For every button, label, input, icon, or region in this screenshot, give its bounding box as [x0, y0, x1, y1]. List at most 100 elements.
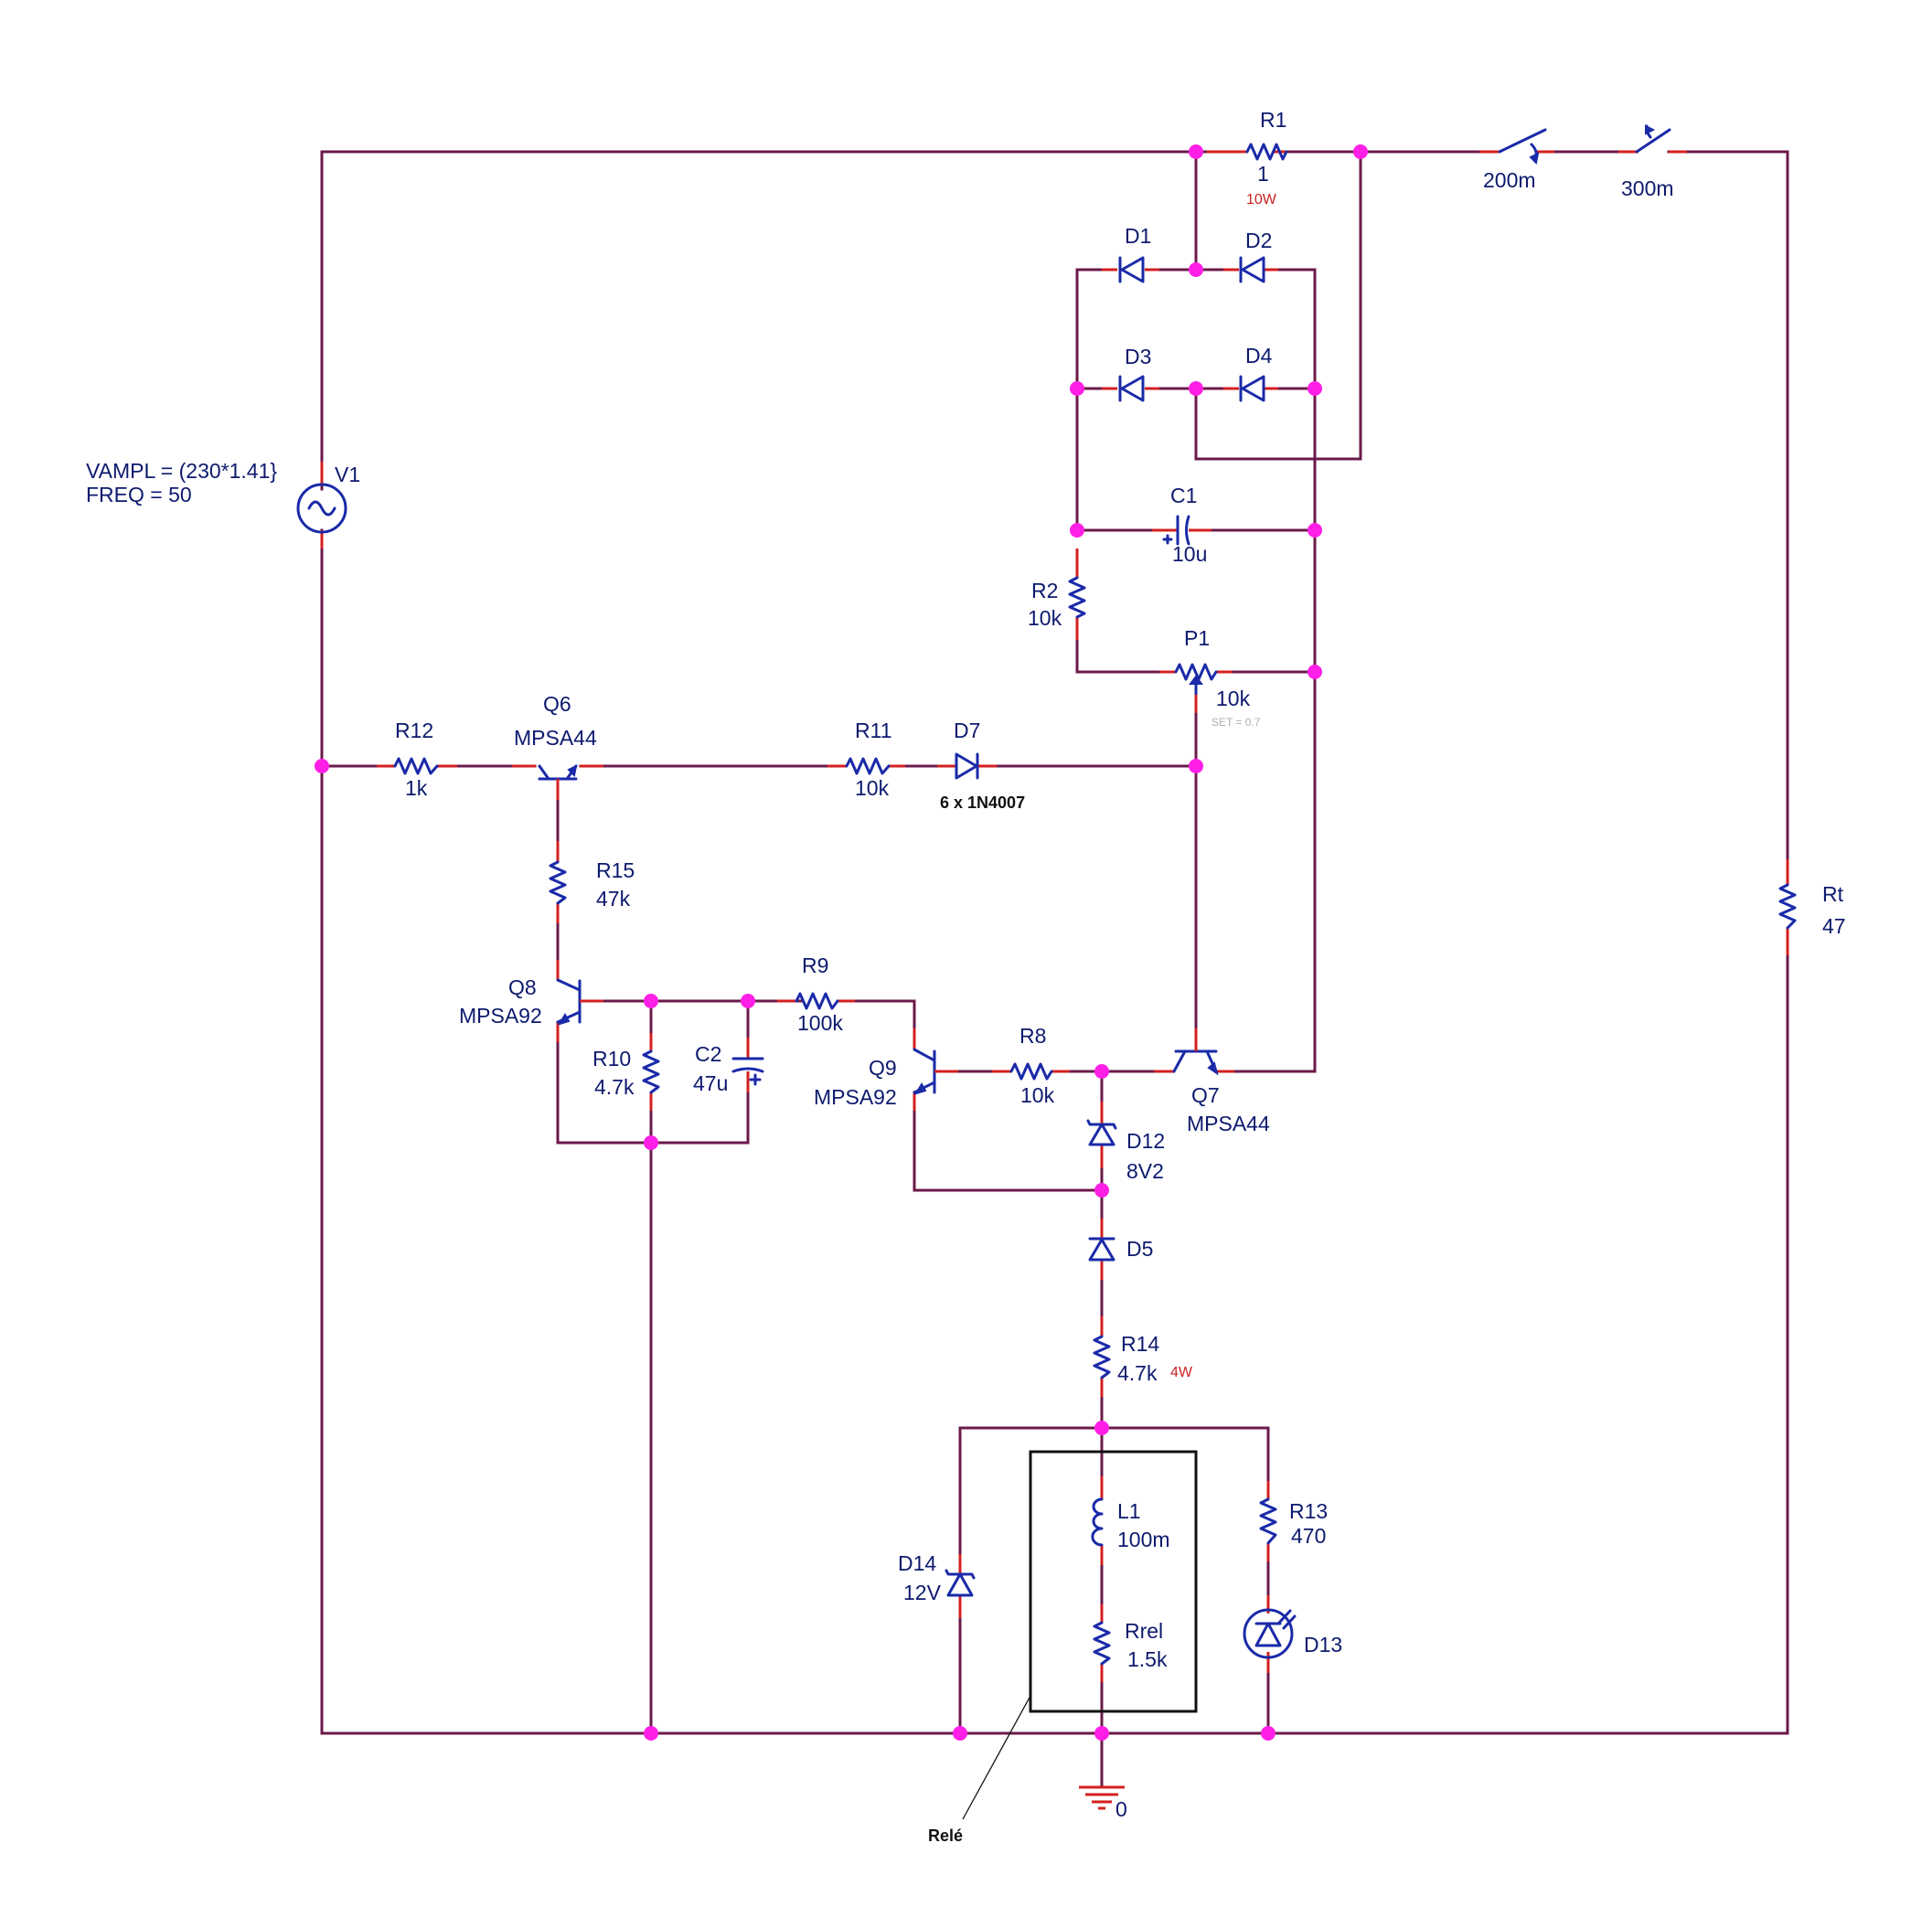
r1-value: 1 [1257, 162, 1269, 186]
r8-value: 10k [1020, 1083, 1055, 1107]
r13-value: 470 [1291, 1524, 1326, 1548]
r1-ref: R1 [1260, 108, 1286, 132]
r15-ref: R15 [596, 858, 635, 882]
relay-label: Relé [928, 1827, 963, 1845]
l1-value: 100m [1117, 1528, 1170, 1551]
d5-ref: D5 [1126, 1237, 1153, 1261]
transistor-q9: Q9 MPSA92 [814, 1028, 958, 1111]
resistor-r14: R14 4.7k 4W [1093, 1316, 1193, 1397]
resistor-r12: R12 1k [377, 719, 457, 800]
node [1070, 523, 1084, 538]
node [1189, 144, 1203, 159]
q9-ref: Q9 [869, 1056, 897, 1080]
r12-value: 1k [405, 776, 428, 800]
resistor-r10: R10 4.7k [592, 1033, 660, 1111]
node [1308, 381, 1322, 396]
node [644, 1135, 658, 1150]
r9-ref: R9 [802, 953, 828, 977]
zener-diode-d14: D14 12V [898, 1551, 976, 1618]
c2-ref: C2 [695, 1042, 721, 1066]
ground-symbol: 0 [1079, 1785, 1127, 1821]
junction-nodes [315, 144, 1368, 1741]
q8-ref: Q8 [508, 975, 537, 999]
d14-ref: D14 [898, 1551, 936, 1575]
node [1189, 381, 1203, 396]
node [1094, 1421, 1109, 1435]
r11-value: 10k [855, 776, 890, 800]
zener-diode-d12: D12 8V2 [1086, 1102, 1165, 1183]
wire-q9-emitter [913, 1091, 1104, 1192]
node [1094, 1183, 1109, 1198]
q8-part: MPSA92 [459, 1004, 542, 1028]
p1-value: 10k [1216, 687, 1251, 710]
diode-d4: D4 [1223, 344, 1278, 402]
d3-ref: D3 [1125, 345, 1151, 368]
d13-ref: D13 [1304, 1633, 1342, 1656]
inductor-l1: L1 100m [1091, 1476, 1170, 1565]
wire-bridge-top [1075, 268, 1117, 390]
node [1070, 381, 1084, 396]
wire-right-rail-top [1667, 150, 1789, 866]
resistor-r8: R8 10k [992, 1024, 1070, 1107]
transistor-q8: Q8 MPSA92 [459, 960, 603, 1042]
transistor-q6: Q6 MPSA44 [512, 692, 603, 800]
resistor-r2: R2 10k [1028, 549, 1086, 640]
node [1261, 1726, 1276, 1741]
source-params-line2: FREQ = 50 [86, 483, 192, 506]
q9-part: MPSA92 [814, 1085, 897, 1109]
c1-value: 10u [1172, 542, 1207, 566]
switch-200m: 200m [1479, 128, 1554, 192]
resistor-rt: Rt 47 [1778, 859, 1846, 955]
capacitor-c2: C2 47u [693, 1038, 764, 1095]
capacitor-c1: C1 10u [1152, 484, 1212, 566]
r12-ref: R12 [395, 719, 433, 742]
node [644, 994, 658, 1008]
resistor-r15: R15 47k [549, 841, 635, 923]
q7-part: MPSA44 [1187, 1112, 1270, 1135]
node [1353, 144, 1368, 159]
node [315, 759, 329, 773]
p1-set: SET = 0.7 [1212, 716, 1261, 729]
r14-power: 4W [1170, 1365, 1193, 1380]
diode-d2: D2 [1223, 229, 1278, 283]
voltage-source-v1: V1 VAMPL = (230*1.41} FREQ = 50 [86, 459, 360, 549]
diode-d1: D1 [1102, 224, 1159, 283]
r14-ref: R14 [1121, 1332, 1159, 1356]
node [953, 1726, 967, 1741]
wire-r1-right-down [1194, 150, 1362, 461]
transistor-q7: Q7 MPSA44 [1154, 1028, 1270, 1135]
rrel-value: 1.5k [1127, 1647, 1168, 1671]
node [1189, 759, 1203, 773]
r11-ref: R11 [855, 719, 892, 742]
diode-d7: D7 6 x 1N4007 [937, 719, 1025, 812]
v1-label: V1 [335, 463, 360, 486]
ground-label: 0 [1115, 1797, 1127, 1821]
resistor-r13: R13 470 [1259, 1481, 1328, 1561]
d2-ref: D2 [1245, 229, 1272, 252]
p1-ref: P1 [1184, 626, 1210, 650]
node [644, 1726, 658, 1741]
node [1308, 523, 1322, 538]
q7-ref: Q7 [1191, 1083, 1220, 1107]
l1-ref: L1 [1117, 1499, 1141, 1523]
d1-ref: D1 [1125, 224, 1151, 248]
d12-value: 8V2 [1126, 1159, 1164, 1183]
wire-d14-top [958, 1426, 1270, 1572]
r8-ref: R8 [1019, 1024, 1046, 1048]
source-params-line1: VAMPL = (230*1.41} [86, 459, 277, 483]
r9-value: 100k [797, 1011, 843, 1035]
d7-note: 6 x 1N4007 [940, 794, 1025, 812]
rt-value: 47 [1822, 914, 1846, 938]
r10-value: 4.7k [594, 1075, 635, 1099]
r10-ref: R10 [592, 1047, 631, 1071]
r1-power: 10W [1246, 192, 1277, 208]
d7-ref: D7 [954, 719, 980, 742]
c2-value: 47u [693, 1071, 728, 1095]
wires [320, 150, 1789, 1789]
node [1189, 262, 1203, 277]
diode-d5: D5 [1088, 1219, 1153, 1280]
wire-r9-q9 [838, 999, 916, 1044]
relay-box: Relé [928, 1450, 1198, 1845]
led-d13: D13 [1243, 1595, 1342, 1673]
potentiometer-p1: P1 10k SET = 0.7 [1159, 626, 1261, 729]
